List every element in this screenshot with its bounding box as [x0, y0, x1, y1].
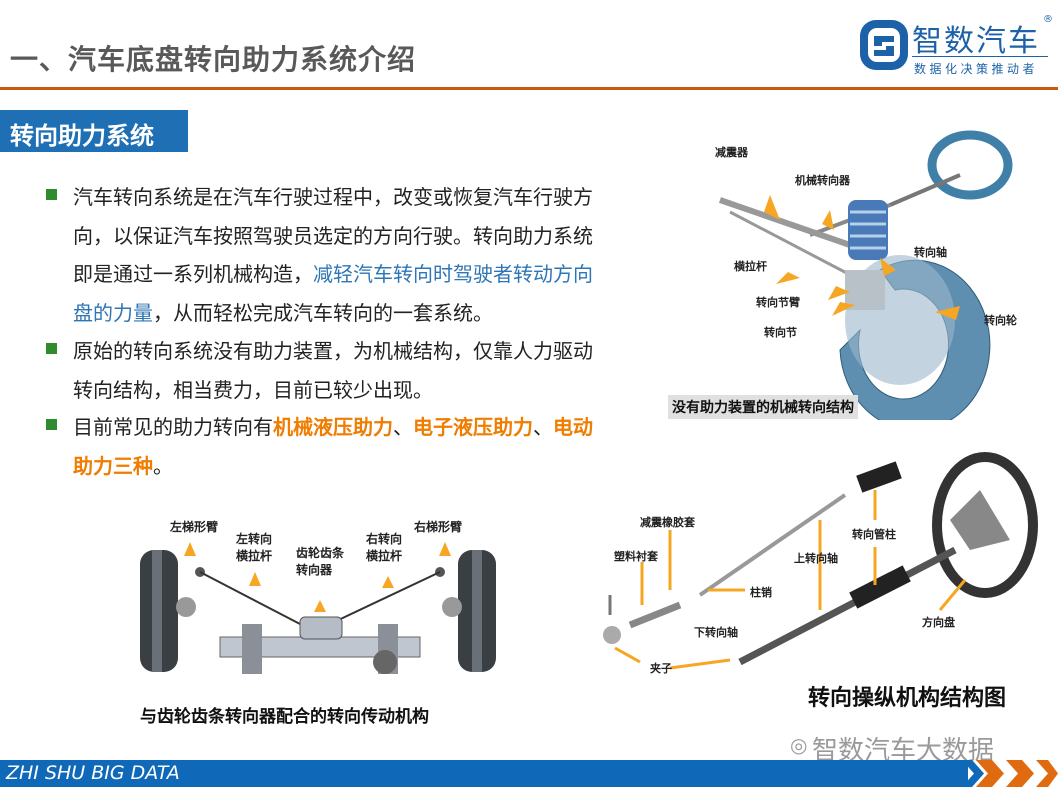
- label-tie-rod: 横拉杆: [734, 260, 767, 273]
- registered-mark: ®: [1043, 14, 1053, 25]
- bullet-text: 目前常见的助力转向有: [73, 415, 273, 439]
- highlight-text: 电子液压助力: [413, 415, 533, 439]
- title-divider: [0, 87, 1058, 90]
- logo-tagline: 数据化决策推动者: [914, 62, 1039, 76]
- label-knuckle-arm: 转向节臂: [756, 296, 800, 309]
- logo-divider: [912, 56, 1048, 57]
- label-rack-pinion-gear: 齿轮齿条转向器: [296, 546, 345, 577]
- bullet-text: ，从而轻松完成汽车转向的一套系统。: [153, 300, 493, 325]
- label-steering-shaft: 转向轴: [914, 246, 947, 259]
- figure-caption: 转向操纵机构结构图: [808, 686, 1007, 711]
- label-steering-wheel: 转向轮: [984, 314, 1017, 327]
- separator: 。: [153, 453, 173, 478]
- bullet-item: 汽车转向系统是在汽车行驶过程中，改变或恢复汽车行驶方向，以保证汽车按照驾驶员选定…: [46, 178, 606, 332]
- label-right-trapezoid-arm: 右梯形臂: [414, 520, 463, 534]
- section-label: 转向助力系统: [0, 110, 188, 152]
- bullet-square-icon: [46, 419, 57, 430]
- label-plastic-bushing: 塑料衬套: [614, 550, 658, 563]
- bullet-text: 原始的转向系统没有助力装置，为机械结构，仅靠人力驱动转向结构，相当费力，目前已较…: [73, 339, 593, 402]
- label-knuckle: 转向节: [764, 326, 797, 339]
- logo-name: 智数汽车: [912, 24, 1040, 59]
- page-title: 一、汽车底盘转向助力系统介绍: [10, 43, 417, 76]
- label-steering-gear: 机械转向器: [795, 174, 850, 187]
- label-pin: 柱销: [750, 586, 772, 599]
- label-shock-absorber: 减震器: [715, 146, 748, 159]
- label-right-tie-rod: 右转向横拉杆: [366, 532, 403, 563]
- bullet-square-icon: [46, 343, 57, 354]
- label-rubber-sleeve: 减震橡胶套: [640, 516, 695, 529]
- logo-icon: [860, 20, 908, 70]
- label-steering-wheel: 方向盘: [922, 616, 955, 629]
- bullet-square-icon: [46, 189, 57, 200]
- bullet-item: 原始的转向系统没有助力装置，为机械结构，仅靠人力驱动转向结构，相当费力，目前已较…: [46, 332, 606, 409]
- label-steering-column: 转向管柱: [852, 528, 896, 541]
- figure-mechanical-steering: 减震器 机械转向器 横拉杆 转向轴 转向节臂 转向节 转向轮 没有助力装置的机械…: [660, 120, 1058, 431]
- label-upper-shaft: 上转向轴: [794, 552, 838, 565]
- footer-text: ZHI SHU BIG DATA: [6, 762, 180, 784]
- chevron-arrows-icon: [962, 760, 1058, 787]
- footer-bar: [0, 760, 968, 787]
- bullet-text: 汽车转向系统是在汽车行驶过程中，改变或恢复汽车行驶方向，以保证汽车按照驾驶员选定…: [73, 185, 593, 286]
- figure-rack-pinion: 左梯形臂 左转向横拉杆 齿轮齿条转向器 右转向横拉杆 右梯形臂 与齿轮齿条转向器…: [130, 512, 510, 727]
- separator: 、: [393, 415, 413, 439]
- label-left-trapezoid-arm: 左梯形臂: [170, 520, 219, 534]
- figure-steering-column: 减震橡胶套 塑料衬套 柱销 下转向轴 夹子 上转向轴 转向管柱 方向盘 转向操纵…: [600, 450, 1058, 720]
- highlight-text: 减轻汽车转向时驾驶者转动方向盘的力量: [73, 262, 593, 325]
- bullet-item: 目前常见的助力转向有机械液压助力、电子液压助力、电动助力三种。: [46, 408, 606, 485]
- highlight-text: 机械液压助力: [273, 415, 393, 439]
- figure-caption: 与齿轮齿条转向器配合的转向传动机构: [140, 707, 429, 727]
- steering-diagram-image: [719, 130, 1013, 431]
- label-left-tie-rod: 左转向横拉杆: [236, 532, 273, 563]
- label-lower-shaft: 下转向轴: [694, 626, 738, 639]
- steering-column-diagram-image: [603, 452, 1038, 670]
- figure-caption: 没有助力装置的机械转向结构: [668, 395, 858, 419]
- wechat-icon: ◎: [790, 733, 808, 757]
- highlight-text: 电动助力三种: [73, 415, 593, 478]
- separator: 、: [533, 415, 553, 439]
- logo: [858, 14, 910, 78]
- rack-pinion-diagram-image: [140, 542, 496, 674]
- label-clamp: 夹子: [650, 662, 672, 675]
